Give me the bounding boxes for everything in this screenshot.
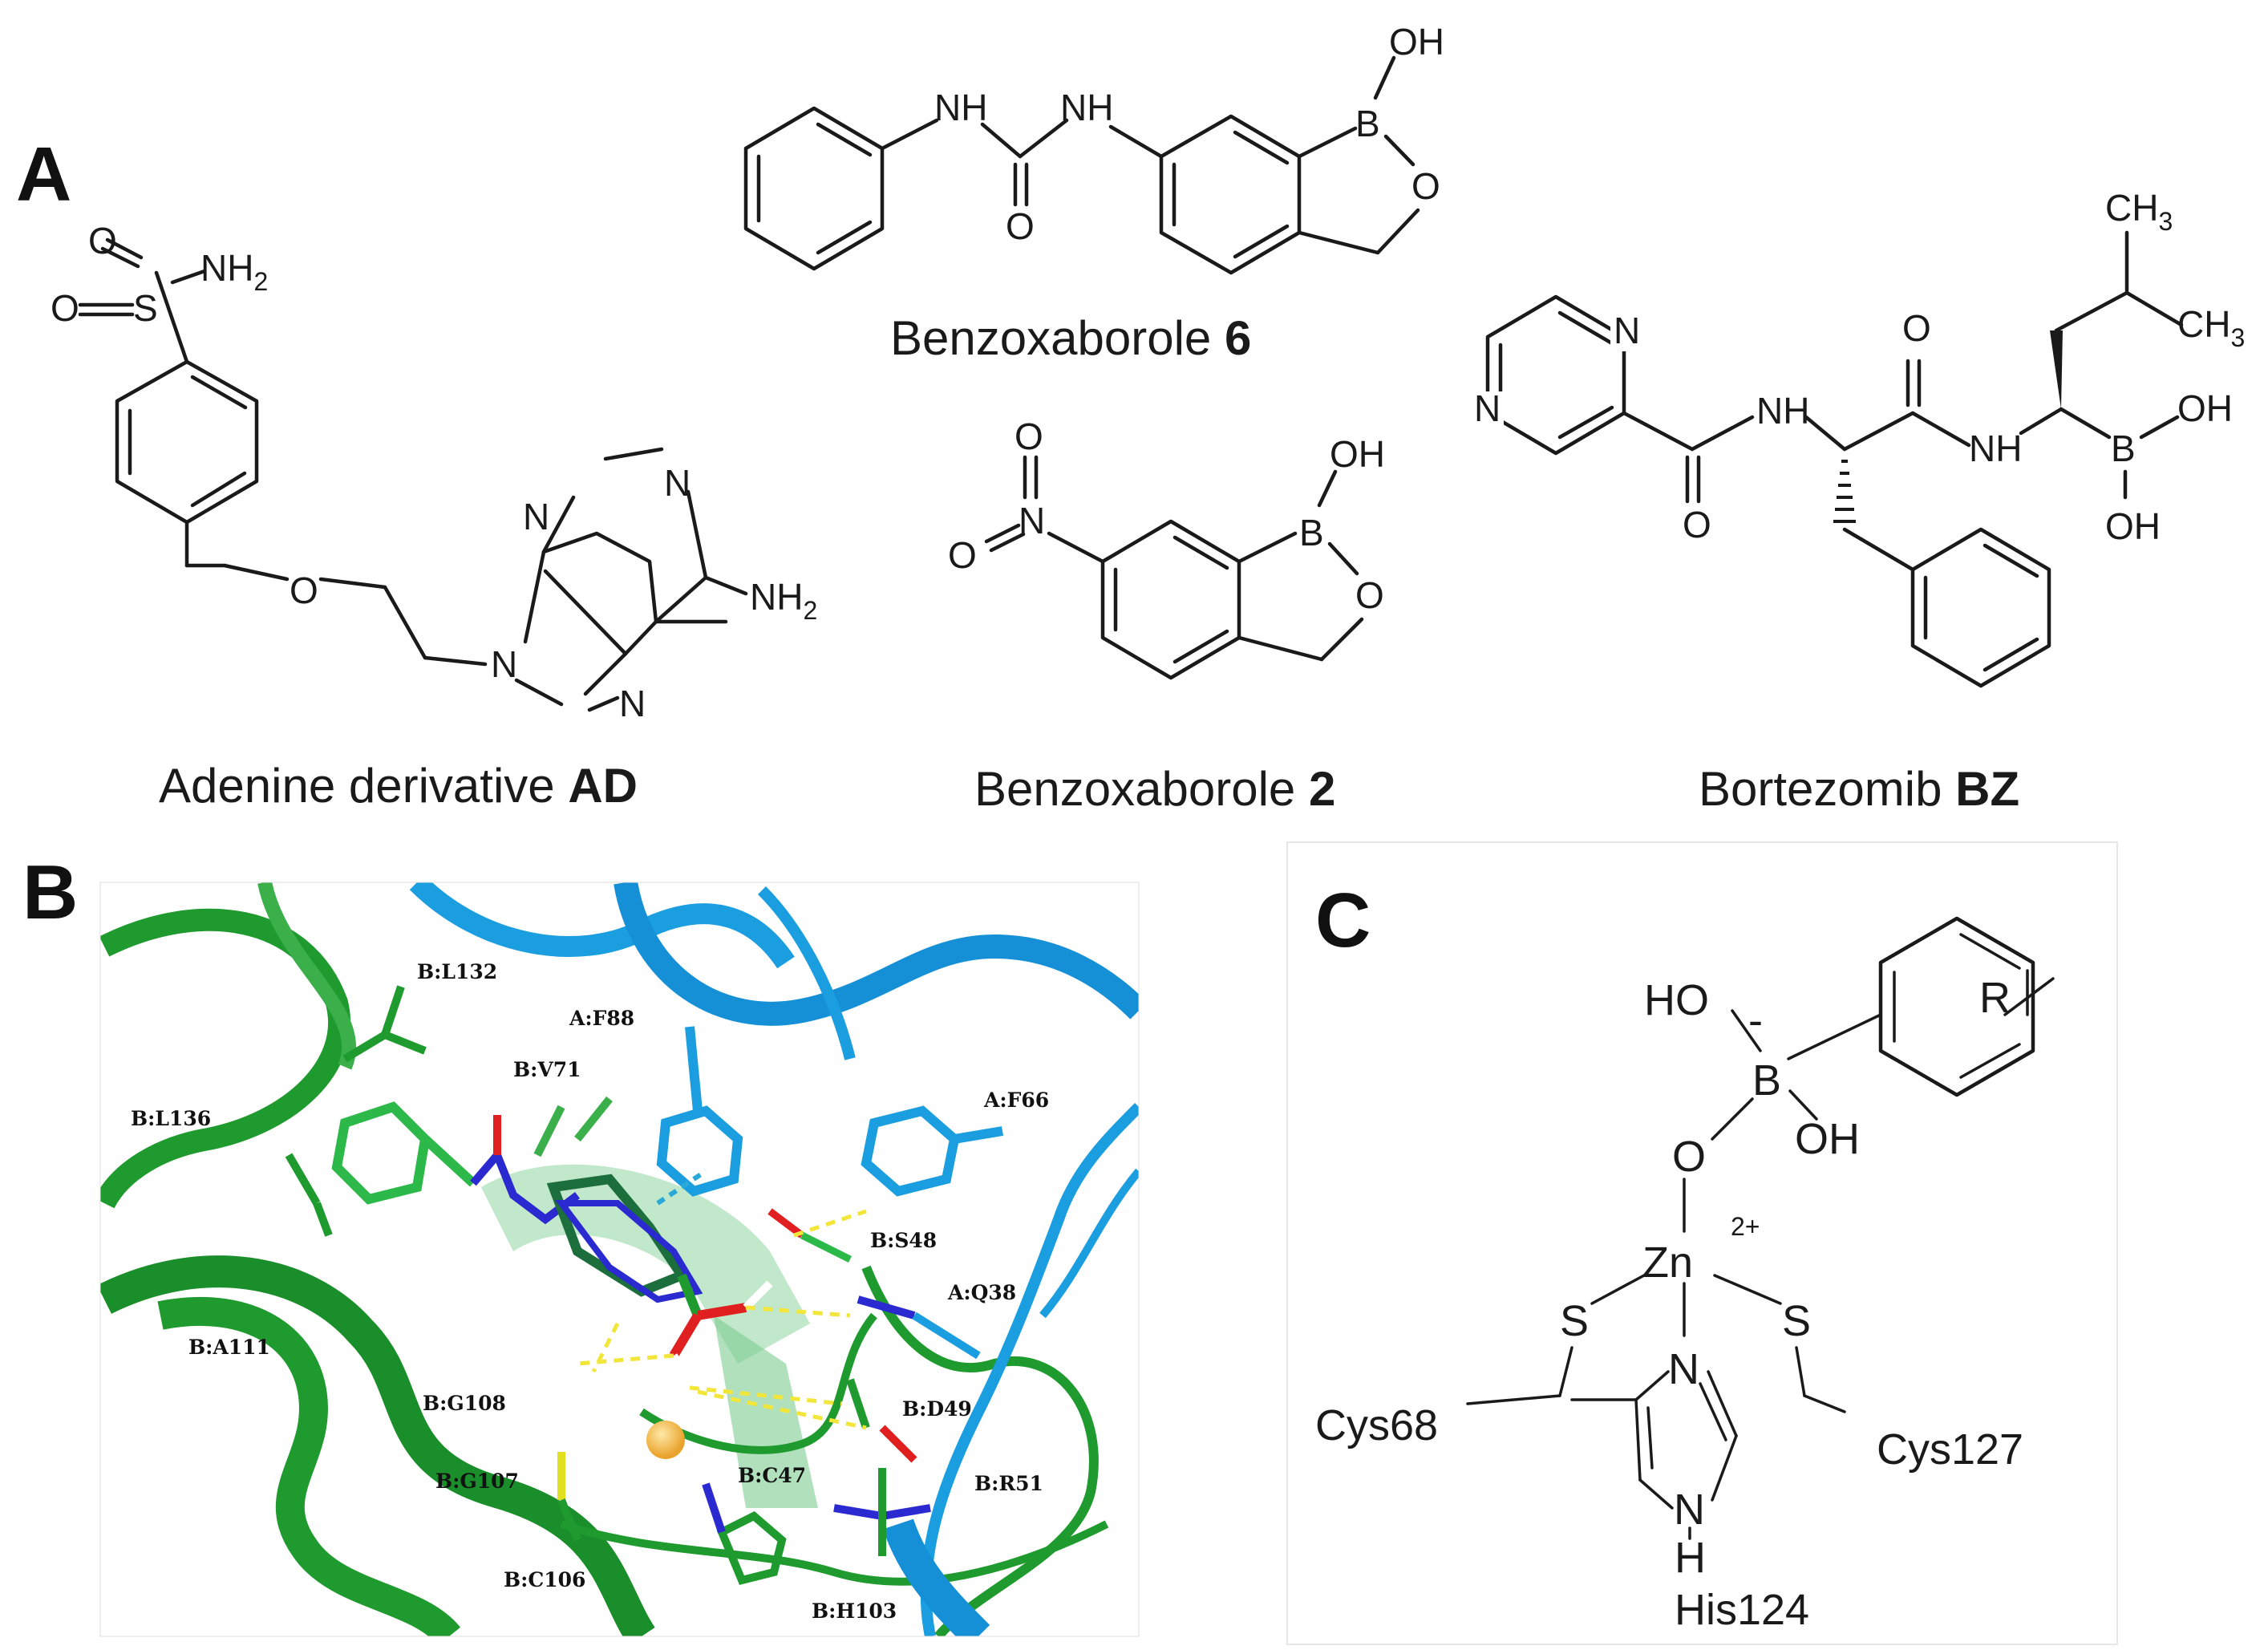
bz-atom-oh2: OH: [2105, 505, 2161, 547]
ad-atom-n3: N: [523, 496, 549, 537]
ad-atom-o2: O: [51, 287, 79, 329]
ad-atom-n7: N: [619, 683, 646, 724]
caption-benzoxaborole-2: Benzoxaborole 2: [974, 762, 1335, 816]
bz-atom-oh1: OH: [2177, 387, 2233, 429]
panel-b: B: [22, 849, 1140, 1637]
panel-a: A O O S NH2 O: [16, 21, 2245, 816]
bz-atom-o1: O: [1683, 504, 1711, 545]
ad-atom-n1: N: [664, 462, 691, 504]
bz-atom-b: B: [2111, 428, 2136, 469]
c-label-cys127: Cys127: [1877, 1425, 2023, 1474]
b6-atom-b: B: [1355, 103, 1380, 144]
residue-label-a-f88: A:F88: [569, 1007, 634, 1030]
c-label-his124: His124: [1675, 1586, 1809, 1634]
panel-c: C R HO - B OH O Zn 2+ S Cys68 S Cys127 N: [1286, 841, 2118, 1645]
panel-b-letter: B: [22, 849, 78, 935]
c-atom-n-imidazole: N: [1668, 1345, 1699, 1393]
c-atom-nh-imidazole-n: N: [1674, 1486, 1705, 1534]
bz-atom-o2: O: [1902, 307, 1931, 349]
residue-label-a-f66: A:F66: [983, 1089, 1049, 1112]
c-atom-oh: OH: [1795, 1115, 1860, 1163]
c-atom-nh-imidazole-h: H: [1675, 1534, 1706, 1582]
residue-label-b-v71: B:V71: [513, 1058, 581, 1081]
ad-atom-n9: N: [491, 643, 517, 685]
structure-bortezomib: N N O NH O NH: [1472, 187, 2245, 816]
b2-atom-o-nitro1: O: [1015, 416, 1043, 457]
caption-benzoxaborole-6: Benzoxaborole 6: [890, 311, 1251, 365]
b2-atom-o-nitro2: O: [948, 534, 977, 576]
residue-label-b-h103: B:H103: [812, 1599, 897, 1623]
caption-adenine-derivative: Adenine derivative AD: [159, 759, 638, 813]
bz-atom-ch3b: CH3: [2177, 303, 2245, 352]
c-charge-minus: -: [1748, 996, 1763, 1044]
ad-atom-o1: O: [88, 220, 117, 261]
bz-atom-n-top: N: [1614, 310, 1640, 351]
bz-atom-n-left: N: [1474, 387, 1501, 429]
c-charge-2plus: 2+: [1731, 1212, 1760, 1241]
b6-atom-nh2: NH: [1060, 87, 1113, 128]
b2-atom-b: B: [1299, 512, 1324, 553]
c-atom-zn: Zn: [1642, 1239, 1693, 1287]
residue-label-b-d49: B:D49: [902, 1397, 972, 1421]
b6-atom-oh: OH: [1389, 21, 1444, 63]
residue-label-b-g108: B:G108: [423, 1392, 506, 1415]
structure-benzoxaborole-2: O N O B OH O Benzoxaborole 2: [948, 416, 1385, 816]
c-atom-b: B: [1752, 1056, 1781, 1105]
b6-atom-nh1: NH: [934, 87, 987, 128]
docking-render: B:L132 A:F88 B:V71 B:L136 A:F66 B:S48 A:…: [100, 882, 1139, 1636]
c-atom-s-right: S: [1782, 1297, 1811, 1345]
panel-c-letter: C: [1315, 878, 1371, 963]
b6-atom-o-carbonyl: O: [1006, 205, 1035, 247]
c-substituent-r: R: [1979, 974, 2011, 1022]
residue-label-b-c106: B:C106: [504, 1568, 585, 1591]
bz-atom-nh1: NH: [1756, 390, 1809, 432]
residue-label-b-l132: B:L132: [417, 960, 497, 983]
b2-atom-o-ring: O: [1355, 574, 1384, 616]
residue-label-b-r51: B:R51: [974, 1472, 1043, 1495]
residue-label-b-a111: B:A111: [188, 1336, 270, 1359]
ad-atom-nh2-amine: NH2: [750, 576, 817, 625]
residue-label-b-s48: B:S48: [870, 1229, 937, 1252]
b6-atom-o-ring: O: [1411, 165, 1440, 207]
caption-bortezomib: Bortezomib BZ: [1699, 762, 2019, 816]
panel-a-letter: A: [16, 132, 71, 217]
bz-atom-nh2: NH: [1969, 428, 2022, 469]
residue-label-b-c47: B:C47: [738, 1464, 806, 1487]
bz-atom-ch3a: CH3: [2105, 187, 2173, 236]
c-atom-o: O: [1672, 1133, 1706, 1181]
structure-adenine-derivative: O O S NH2 O N: [51, 220, 817, 813]
c-atom-s-left: S: [1560, 1297, 1589, 1345]
residue-label-b-l136: B:L136: [131, 1107, 211, 1130]
structure-benzoxaborole-6: NH O NH B OH O Benzoxaborole 6: [743, 21, 1444, 365]
ad-atom-s: S: [133, 287, 158, 329]
c-atom-ho: HO: [1644, 976, 1709, 1024]
residue-label-b-g107: B:G107: [435, 1470, 519, 1493]
ad-atom-nh2: NH2: [200, 247, 268, 296]
ad-atom-o-ether: O: [290, 570, 318, 611]
residue-label-a-q38: A:Q38: [947, 1281, 1016, 1304]
c-label-cys68: Cys68: [1315, 1401, 1438, 1449]
b2-atom-oh: OH: [1330, 433, 1385, 475]
